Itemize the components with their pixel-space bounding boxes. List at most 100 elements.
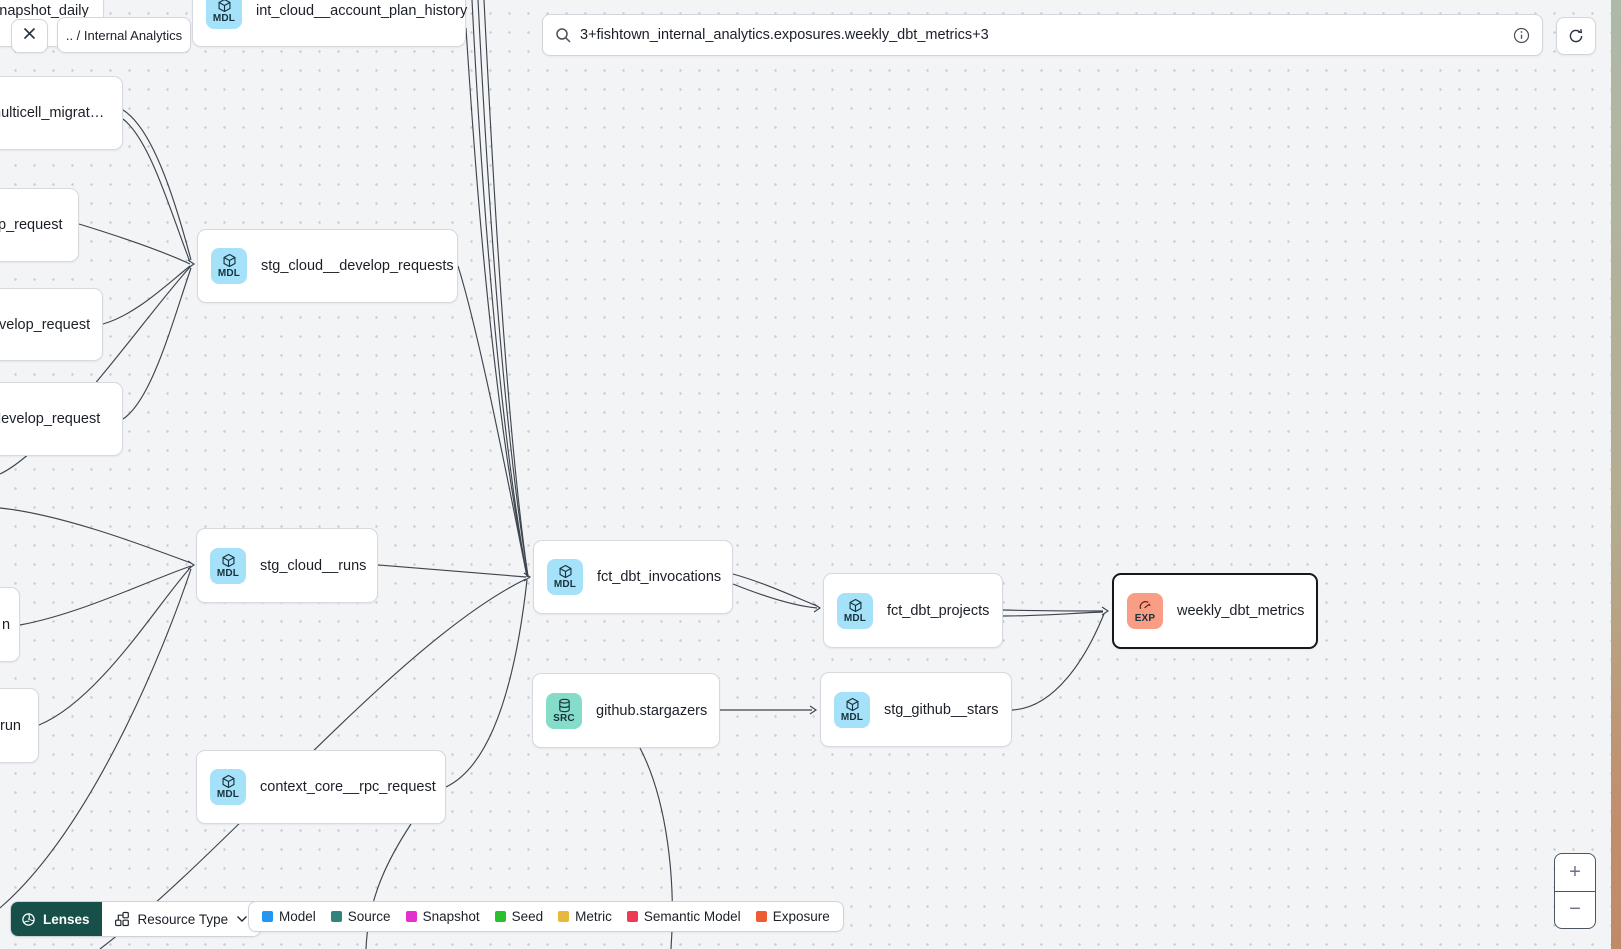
info-icon[interactable] [1513, 27, 1530, 44]
graph-node-develop-request[interactable]: MDL.develop_request [0, 382, 123, 456]
node-label: multicell_migrat… [0, 105, 105, 121]
legend-label: Source [347, 909, 391, 924]
node-label: context_core__rpc_request [260, 779, 436, 795]
lens-icon [21, 912, 36, 927]
legend-label: Model [279, 909, 316, 924]
legend-item: Source [330, 909, 391, 924]
cube-icon [558, 564, 573, 579]
legend-item: Metric [558, 909, 612, 924]
lineage-edge [122, 118, 191, 263]
lenses-label: Lenses [43, 911, 90, 927]
desktop-edge-strip [1611, 0, 1621, 949]
graph-node-left-run[interactable]: MDL.run [0, 688, 39, 763]
legend-swatch [755, 911, 767, 922]
zoom-in-button[interactable]: + [1555, 854, 1595, 892]
database-icon [557, 698, 572, 713]
node-label: n [2, 616, 11, 633]
cube-icon [845, 697, 860, 712]
node-label: velop_request [0, 316, 91, 333]
node-label: int_cloud__account_plan_history [256, 2, 468, 19]
graph-node-multicell-migrat[interactable]: MDLmulticell_migrat… [0, 76, 123, 150]
lineage-edge [483, 0, 529, 578]
graph-node-velop-request[interactable]: MDLvelop_request [0, 288, 103, 361]
resource-type-label: Resource Type [137, 911, 229, 927]
node-type-badge: SRC [546, 692, 582, 729]
lineage-edge [457, 265, 528, 578]
graph-node-weekly-dbt-metrics[interactable]: EXP weekly_dbt_metrics [1112, 573, 1318, 649]
cube-icon [221, 553, 236, 568]
refresh-button[interactable] [1556, 17, 1596, 55]
graph-node-stg-cloud-develop-requests[interactable]: MDL stg_cloud__develop_requests [197, 229, 458, 303]
lineage-edge [122, 109, 192, 261]
node-label: stg_cloud__runs [260, 557, 367, 574]
legend-label: Exposure [772, 909, 830, 924]
graph-node-p-request[interactable]: MDLp_request [0, 188, 79, 262]
lineage-edge [732, 583, 818, 609]
node-label: p_request [0, 217, 63, 233]
node-label: .develop_request [0, 411, 101, 427]
lineage-edge [19, 565, 192, 626]
lineage-edge [477, 0, 529, 577]
cube-icon [217, 0, 232, 13]
edge-arrowhead-icon [187, 560, 196, 570]
refresh-icon [1567, 27, 1585, 45]
lineage-edge [1002, 611, 1104, 617]
node-label: weekly_dbt_metrics [1177, 603, 1305, 619]
node-type-label: EXP [1134, 613, 1156, 624]
resource-type-dropdown[interactable]: Resource Type [101, 902, 261, 936]
node-type-label: MDL [216, 567, 240, 579]
cube-icon [221, 774, 236, 789]
legend-swatch [405, 911, 417, 922]
node-type-badge: EXP [1127, 593, 1163, 629]
lineage-edge [78, 223, 191, 265]
lineage-edge [465, 27, 528, 576]
node-type-label: MDL [843, 612, 867, 624]
graph-node-int-cloud-account-plan-history[interactable]: MDL int_cloud__account_plan_history [192, 0, 468, 47]
lineage-edge [122, 267, 192, 420]
edge-arrowhead-icon [813, 603, 822, 613]
node-type-badge: MDL [837, 592, 873, 629]
cube-icon [222, 253, 237, 268]
legend-item: Seed [494, 909, 544, 924]
lineage-edge [1002, 609, 1104, 612]
search-input[interactable] [580, 27, 1505, 43]
legend-swatch [330, 911, 342, 922]
lineage-edge [377, 564, 527, 578]
lenses-button[interactable]: Lenses [11, 902, 102, 936]
breadcrumb-label: .. / Internal Analytics [65, 27, 183, 43]
graph-node-context-core-rpc-request[interactable]: MDL context_core__rpc_request [196, 750, 446, 824]
edge-arrowhead-icon [187, 259, 196, 269]
chevron-down-icon [236, 915, 248, 923]
legend-label: Seed [511, 909, 544, 924]
node-type-badge: MDL [210, 547, 246, 584]
node-type-label: MDL [216, 789, 240, 800]
resource-type-icon [114, 911, 130, 927]
graph-node-left-n[interactable]: MDLn [0, 587, 20, 662]
lenses-control: Lenses Resource Type [10, 901, 262, 937]
graph-node-stg-cloud-runs[interactable]: MDL stg_cloud__runs [196, 528, 378, 603]
gauge-icon [1138, 598, 1153, 613]
lineage-edge [0, 568, 192, 909]
lineage-edge [471, 0, 528, 577]
legend-swatch [262, 911, 273, 922]
close-icon [22, 26, 37, 46]
legend-item: Exposure [755, 909, 830, 924]
lineage-edge [102, 265, 191, 325]
zoom-control: + − [1554, 853, 1596, 929]
node-label: stg_cloud__develop_requests [261, 258, 454, 274]
close-button[interactable] [11, 19, 48, 53]
node-type-label: MDL [840, 711, 864, 723]
lineage-edge [0, 265, 192, 475]
node-type-label: MDL [212, 12, 236, 24]
legend-item: Semantic Model [626, 909, 741, 924]
breadcrumb[interactable]: .. / Internal Analytics [57, 17, 191, 53]
zoom-out-button[interactable]: − [1569, 898, 1581, 921]
node-type-badge: MDL [211, 248, 247, 284]
lineage-edge [1011, 613, 1105, 711]
